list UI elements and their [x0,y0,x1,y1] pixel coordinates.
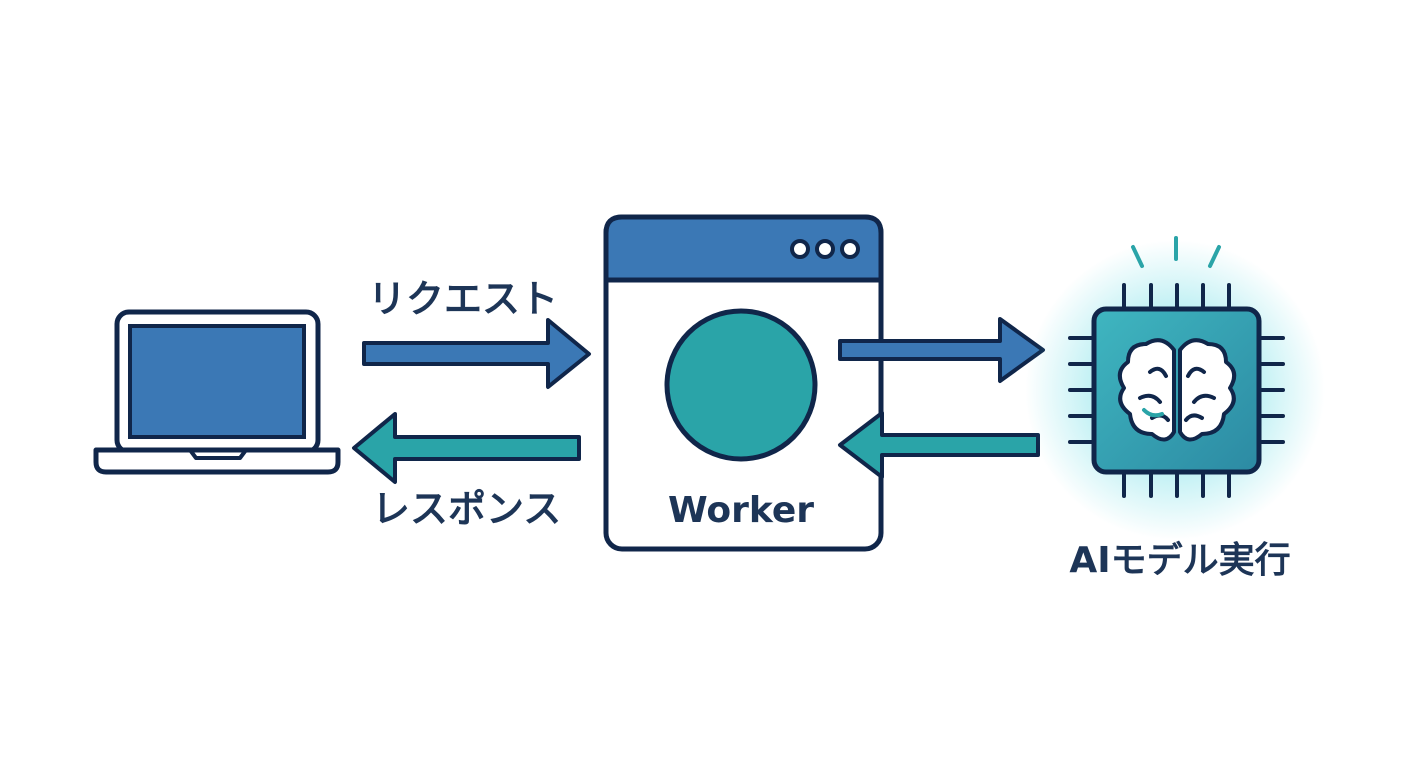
worker-window [603,214,884,552]
request-label: リクエスト [368,277,558,321]
laptop-icon [93,309,341,475]
response-arrow [352,412,581,484]
worker-core-circle [664,308,818,462]
signal-rays-icon [1131,236,1221,268]
request-arrow [362,318,591,389]
ai-model-label: AIモデル実行 [1069,539,1290,581]
ai-chip-icon [1025,236,1325,540]
window-controls-icon [790,239,860,259]
forward-arrow [838,317,1045,383]
worker-label: Worker [668,490,814,531]
return-arrow [838,411,1040,479]
response-label: レスポンス [372,487,561,531]
